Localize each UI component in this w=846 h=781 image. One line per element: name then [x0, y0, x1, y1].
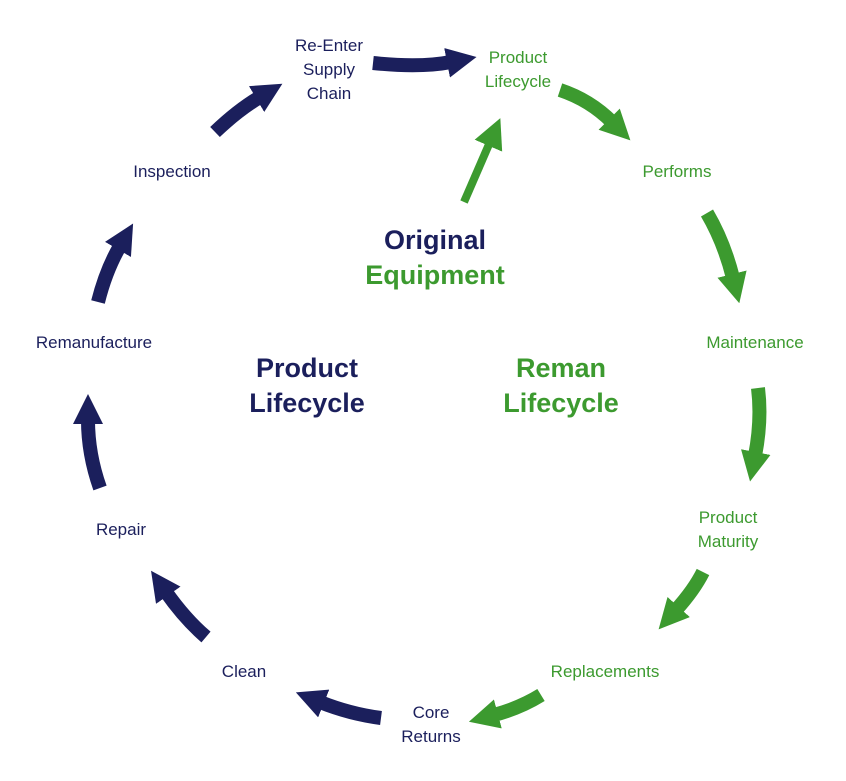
arrow-maturity-to-replacements: [658, 568, 710, 630]
arrow-performs-to-maintenance: [700, 209, 747, 304]
original-word: Original: [383, 225, 486, 255]
arrow-remanufacture-to-inspection: [91, 223, 134, 304]
stage-replacements: Replacements: [550, 662, 660, 681]
stage-remanufacture: Remanufacture: [35, 333, 153, 352]
stage-maintenance: Maintenance: [706, 333, 804, 352]
stage-product-lifecycle: Product Lifecycle: [484, 48, 552, 91]
stage-core-returns: Core Returns: [401, 703, 461, 746]
original-equipment-heading: Original Equipment: [365, 223, 505, 293]
arrow-clean-to-repair: [151, 570, 211, 643]
stage-product-maturity: Product Maturity: [697, 508, 759, 551]
stage-repair: Repair: [95, 520, 147, 539]
equipment-word: Equipment: [365, 260, 505, 290]
arrow-repair-to-remanufacture: [73, 394, 107, 491]
arrow-original-equipment-to-product-lifecycle: [460, 118, 503, 204]
arrow-inspection-to-reenter: [210, 83, 283, 138]
arrow-maintenance-to-product-maturity: [741, 387, 771, 482]
arrow-replacements-to-core-returns: [468, 689, 545, 729]
arrow-core-returns-to-clean: [295, 689, 382, 725]
arrow-reenter-to-product-lifecycle: [372, 48, 477, 78]
reman-lifecycle-heading: Reman Lifecycle: [503, 353, 619, 418]
stage-re-enter-supply-chain: Re-Enter Supply Chain: [294, 36, 364, 103]
stage-clean: Clean: [221, 662, 267, 681]
arrow-product-lifecycle-to-performs: [557, 83, 631, 141]
stage-inspection: Inspection: [133, 162, 211, 181]
product-lifecycle-heading: Product Lifecycle: [249, 353, 365, 418]
stage-performs: Performs: [642, 162, 712, 181]
